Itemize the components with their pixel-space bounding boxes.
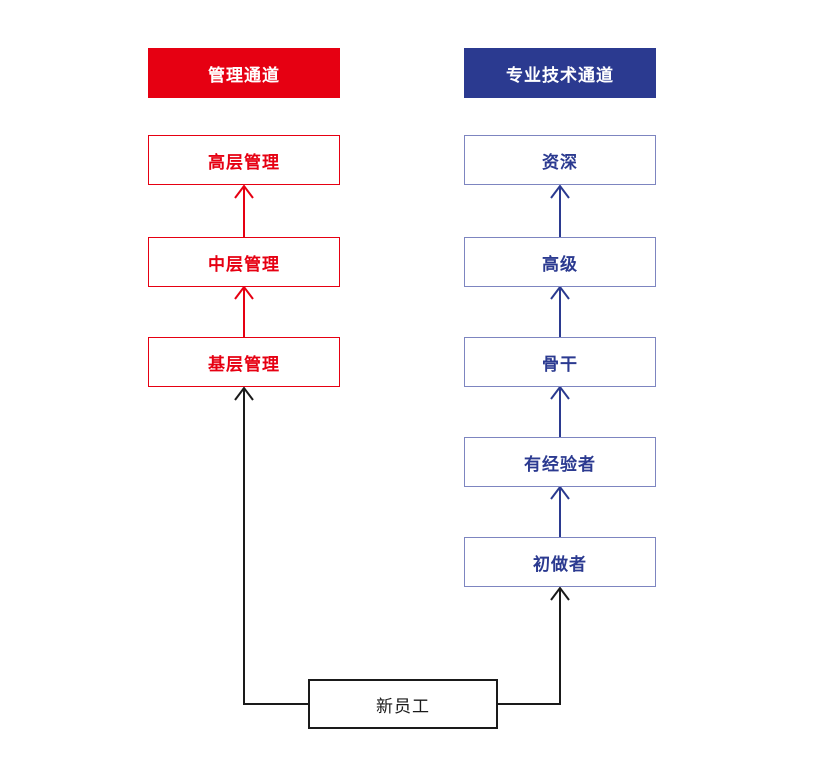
arrow-experienced-to-backbone	[550, 385, 570, 437]
arrow-advanced-to-senior-expert	[550, 184, 570, 237]
connector-new-employee-to-professional	[498, 586, 570, 705]
professional-channel-header: 专业技术通道	[464, 48, 656, 98]
box-experienced: 有经验者	[464, 437, 656, 487]
connector-new-employee-to-management	[234, 386, 308, 705]
management-channel-header: 管理通道	[148, 48, 340, 98]
box-base-management: 基层管理	[148, 337, 340, 387]
box-advanced: 高级	[464, 237, 656, 287]
arrow-base-to-middle-management	[234, 285, 254, 337]
box-top-management: 高层管理	[148, 135, 340, 185]
box-middle-management: 中层管理	[148, 237, 340, 287]
arrow-beginner-to-experienced	[550, 485, 570, 537]
box-beginner: 初做者	[464, 537, 656, 587]
box-senior-expert: 资深	[464, 135, 656, 185]
box-new-employee: 新员工	[308, 679, 498, 729]
arrow-middle-to-top-management	[234, 184, 254, 237]
box-backbone: 骨干	[464, 337, 656, 387]
arrow-backbone-to-advanced	[550, 285, 570, 337]
